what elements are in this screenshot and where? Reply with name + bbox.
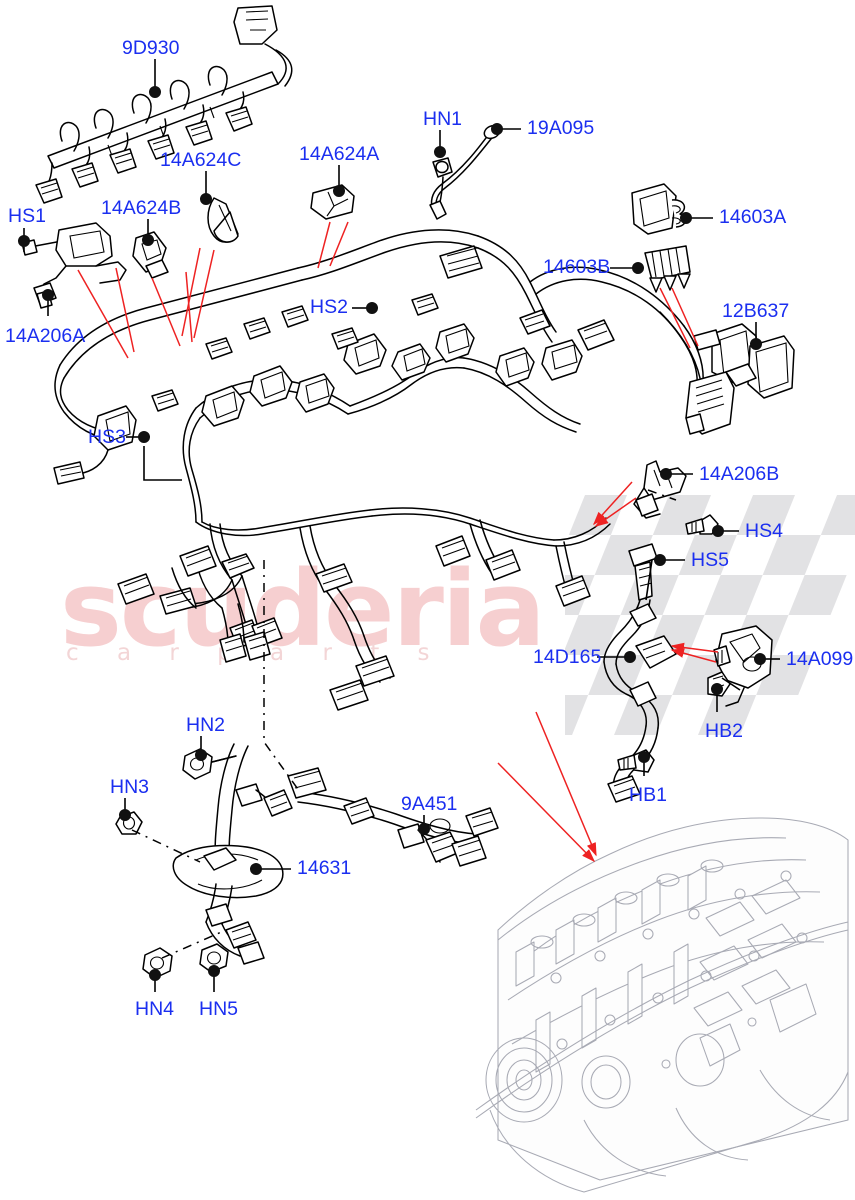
callout-label-14631[interactable]: 14631 bbox=[297, 857, 352, 879]
part-12b637-connector bbox=[685, 323, 795, 435]
part-hn4-nut bbox=[142, 947, 173, 979]
part-14a624c-clip bbox=[207, 197, 239, 243]
part-14631-starter-cable bbox=[115, 743, 293, 979]
callout-label-hn5[interactable]: HN5 bbox=[199, 998, 239, 1020]
callout-label-14a099[interactable]: 14A099 bbox=[786, 648, 854, 670]
part-main-engine-harness bbox=[53, 229, 704, 711]
callout-label-hb2[interactable]: HB2 bbox=[705, 720, 743, 742]
callout-label-hn4[interactable]: HN4 bbox=[135, 998, 175, 1020]
part-hn5-nut bbox=[199, 943, 229, 973]
part-14603b-bracket bbox=[644, 245, 691, 293]
callout-label-14a624c[interactable]: 14A624C bbox=[160, 149, 242, 171]
callout-label-14a206b[interactable]: 14A206B bbox=[699, 463, 780, 485]
part-19a095-ground-strap bbox=[429, 124, 501, 220]
callout-label-14d165[interactable]: 14D165 bbox=[533, 646, 602, 668]
red-highlight-lines bbox=[77, 221, 719, 863]
callout-label-14a206a[interactable]: 14A206A bbox=[5, 325, 86, 347]
callout-label-12b637[interactable]: 12B637 bbox=[722, 300, 790, 322]
callout-label-hb1[interactable]: HB1 bbox=[629, 784, 667, 806]
part-14a624b-clip bbox=[132, 231, 169, 279]
part-14a624a-clip bbox=[310, 184, 355, 220]
part-14603a-bracket bbox=[631, 183, 687, 235]
part-14a206b-bracket bbox=[633, 460, 687, 519]
engine-block-illustration bbox=[475, 817, 849, 1193]
callout-label-hn3[interactable]: HN3 bbox=[110, 776, 150, 798]
part-9d930-injector-rail bbox=[35, 5, 293, 204]
part-14a206a-bracket bbox=[21, 222, 127, 309]
part-14d165-battery-cable bbox=[603, 599, 677, 803]
callout-label-19a095[interactable]: 19A095 bbox=[527, 117, 595, 139]
callout-label-14603b[interactable]: 14603B bbox=[543, 256, 611, 278]
part-hs5-screw bbox=[628, 543, 658, 601]
callout-label-14a624b[interactable]: 14A624B bbox=[101, 197, 182, 219]
part-9a451-sub-harness bbox=[287, 767, 499, 867]
callout-label-hs2[interactable]: HS2 bbox=[310, 296, 348, 318]
callout-label-hs1[interactable]: HS1 bbox=[8, 205, 46, 227]
callout-label-14a624a[interactable]: 14A624A bbox=[299, 143, 380, 165]
callout-label-9a451[interactable]: 9A451 bbox=[401, 793, 458, 815]
callout-label-hs4[interactable]: HS4 bbox=[745, 520, 783, 542]
callout-label-14603a[interactable]: 14603A bbox=[719, 206, 787, 228]
callout-label-hs3[interactable]: HS3 bbox=[88, 426, 126, 448]
callout-label-hn1[interactable]: HN1 bbox=[423, 108, 463, 130]
callout-label-hs5[interactable]: HS5 bbox=[691, 549, 729, 571]
callout-label-hn2[interactable]: HN2 bbox=[186, 714, 226, 736]
leader-lines bbox=[18, 59, 780, 992]
callout-label-9d930[interactable]: 9D930 bbox=[122, 37, 180, 59]
